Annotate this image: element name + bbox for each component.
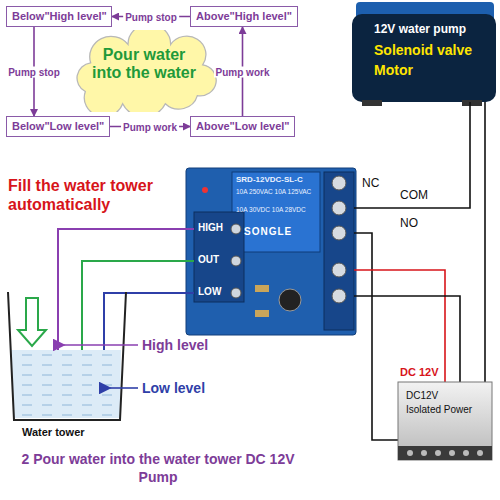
relay-model: SRD-12VDC-SL-C	[236, 175, 303, 184]
arrow-label: Pump work	[121, 121, 179, 132]
relay-board	[186, 168, 356, 335]
arrow-label: Pump stop	[6, 66, 62, 77]
arrow-label: Pump work	[214, 66, 272, 77]
state-text: Below"High level"	[12, 10, 106, 23]
state-text: Below"Low level"	[12, 120, 104, 133]
cloud-text: Pour water into the water	[86, 46, 202, 82]
pin-name: OUT	[198, 254, 219, 265]
pin-name: HIGH	[198, 222, 223, 233]
state-box: Above"High level"	[190, 6, 298, 27]
power-supply	[398, 382, 492, 460]
pin-name: LOW	[198, 286, 221, 297]
level-label: High level	[142, 337, 208, 353]
leader-line	[110, 387, 138, 389]
caption: 2 Pour water into the water tower DC 12V…	[8, 450, 308, 486]
level-label: Low level	[142, 380, 205, 396]
relay-brand: SONGLE	[244, 226, 292, 237]
water-pump	[352, 2, 496, 106]
terminal-name: COM	[400, 188, 428, 202]
relay-rating: 10A 250VAC 10A 125VAC	[236, 188, 316, 196]
terminal-name: NO	[400, 216, 418, 230]
terminal-name: NC	[362, 176, 379, 190]
relay-rating: 10A 30VDC 10A 28VDC	[236, 206, 316, 214]
leader-line	[64, 344, 138, 346]
state-box: Above"Low level"	[190, 116, 295, 137]
heading-note: Fill the water tower automatically	[8, 176, 183, 214]
state-box: Below"High level"	[6, 6, 112, 27]
state-text: Above"High level"	[196, 10, 292, 23]
state-box: Below"Low level"	[6, 116, 110, 137]
arrow-label: Pump stop	[123, 11, 179, 22]
thought-cloud: Pour water into the water	[64, 30, 224, 112]
supply-label: DC12V	[406, 390, 438, 401]
pump-label: Motor	[374, 62, 413, 78]
supply-label: DC 12V	[400, 366, 439, 378]
water-tower	[8, 292, 126, 420]
pump-label: Solenoid valve	[374, 42, 472, 58]
tank-label: Water tower	[22, 426, 85, 438]
supply-label: Isolated Power	[406, 404, 472, 415]
pump-label: 12V water pump	[374, 22, 466, 36]
state-text: Above"Low level"	[196, 120, 289, 133]
